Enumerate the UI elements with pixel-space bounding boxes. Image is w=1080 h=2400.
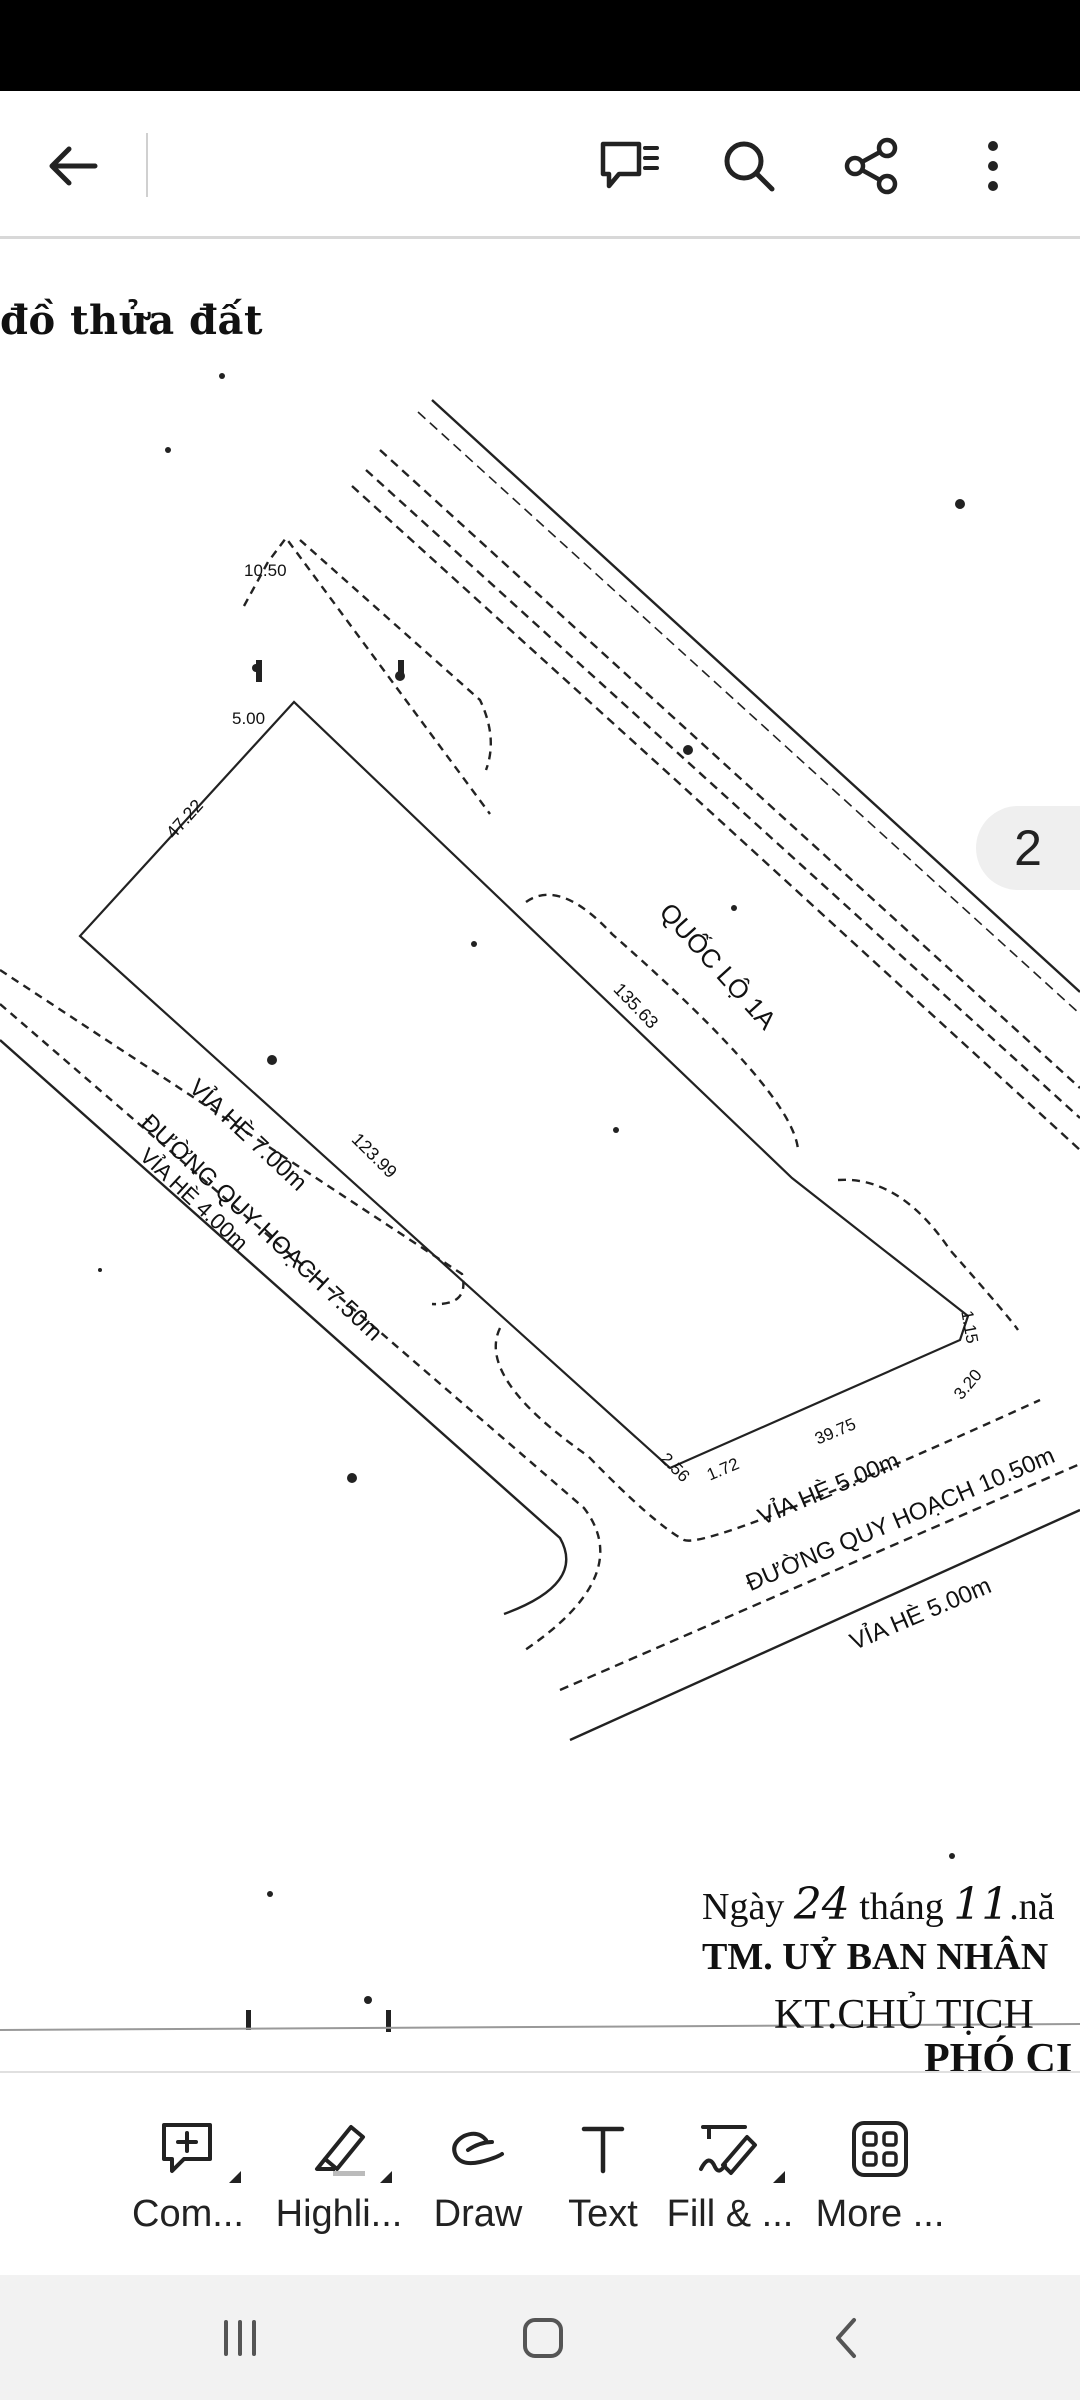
fill-sign-icon (699, 2125, 757, 2175)
more-tools-label: More ... (815, 2193, 945, 2235)
highlight-tool-expand-indicator (380, 2171, 392, 2183)
signature-org: TM. UỶ BAN NHÂN (702, 1936, 1049, 1978)
comment-add-icon (162, 2123, 212, 2173)
more-options-button[interactable] (948, 121, 1038, 211)
search-button[interactable] (704, 121, 794, 211)
toolbar-divider (146, 133, 148, 197)
back-button[interactable] (28, 121, 118, 211)
draw-tool[interactable]: Draw (403, 2109, 553, 2249)
signature-date: Ngày 24 tháng 11.nă (702, 1879, 1055, 1930)
dim-5-00: 5.00 (232, 709, 266, 728)
text-icon (581, 2126, 625, 2174)
signature-role: KT.CHỦ TỊCH (774, 1992, 1034, 2038)
highlight-tool-label: Highli... (275, 2193, 403, 2235)
share-button[interactable] (826, 121, 916, 211)
land-plot-diagram (0, 373, 1080, 2032)
more-tools-grid-icon (852, 2121, 908, 2177)
share-icon (844, 137, 898, 195)
fill-sign-tool-expand-indicator (773, 2171, 785, 2183)
signature-role-2: PHÓ CI (924, 2036, 1073, 2071)
comments-list-icon (600, 141, 659, 189)
system-navigation-bar (0, 2275, 1080, 2400)
comment-tool-label: Com... (132, 2193, 244, 2235)
pdf-page-view[interactable]: đồ thửa đất (0, 239, 1080, 2071)
highlighter-icon (315, 2125, 365, 2176)
text-tool[interactable]: Text (528, 2109, 678, 2249)
page-heading: đồ thửa đất (0, 297, 263, 344)
search-icon (724, 141, 775, 192)
recents-icon (224, 2320, 256, 2356)
draw-icon (452, 2131, 504, 2166)
text-tool-label: Text (568, 2193, 638, 2235)
back-nav-button[interactable] (796, 2303, 896, 2373)
page-indicator[interactable]: 2 (976, 806, 1080, 890)
dim-10-50: 10.50 (244, 561, 287, 580)
highlight-tool[interactable]: Highli... (264, 2109, 414, 2249)
comments-button[interactable] (584, 121, 674, 211)
recents-button[interactable] (190, 2303, 290, 2373)
comment-tool-expand-indicator (229, 2171, 241, 2183)
fill-sign-tool-label: Fill & ... (666, 2193, 794, 2235)
fill-sign-tool[interactable]: Fill & ... (655, 2109, 805, 2249)
comment-tool[interactable]: Com... (113, 2109, 263, 2249)
top-toolbar (0, 91, 1080, 239)
more-vertical-icon (988, 141, 998, 191)
toolbar-border (0, 236, 1080, 239)
arrow-left-icon (49, 146, 98, 186)
annotation-toolbar: Com... Highli... Draw Text (0, 2071, 1080, 2277)
home-icon (523, 2318, 563, 2358)
back-chevron-icon (836, 2318, 856, 2358)
draw-tool-label: Draw (433, 2193, 523, 2235)
more-tools[interactable]: More ... (805, 2109, 955, 2249)
status-bar (0, 0, 1080, 91)
home-button[interactable] (493, 2303, 593, 2373)
